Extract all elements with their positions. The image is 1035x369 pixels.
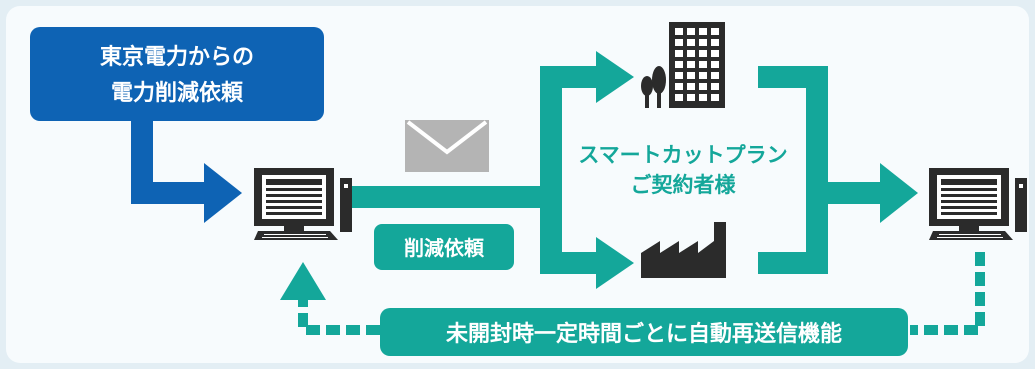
building-window	[699, 83, 707, 90]
building-window	[675, 94, 683, 101]
building-window	[711, 39, 719, 46]
request-box: 東京電力からの 電力削減依頼	[30, 27, 324, 121]
building-window	[675, 39, 683, 46]
building-window	[687, 61, 695, 68]
resend-label-text: 未開封時一定時間ごとに自動再送信機能	[446, 321, 842, 347]
building-window	[711, 28, 719, 35]
tree-icon	[641, 66, 666, 108]
building-window	[687, 72, 695, 79]
computer-icon	[929, 168, 1027, 240]
request-box-line1: 東京電力からの	[100, 44, 254, 70]
customer-label: スマートカットプラン ご契約者様	[578, 143, 787, 197]
building-window	[675, 72, 683, 79]
computer-icon	[254, 168, 352, 240]
building-window	[711, 50, 719, 57]
building-window	[699, 72, 707, 79]
request-label: 削減依頼	[374, 224, 514, 270]
resend-loop	[298, 252, 985, 335]
building-window	[699, 94, 707, 101]
customer-label-line2: ご契約者様	[631, 173, 737, 197]
customer-label-line1: スマートカットプラン	[578, 143, 787, 167]
building-window	[675, 28, 683, 35]
teal-merge-flow	[758, 66, 918, 274]
office-building-icon	[669, 22, 725, 108]
request-box-line2: 電力削減依頼	[111, 80, 244, 106]
building-window	[711, 61, 719, 68]
building-window	[687, 28, 695, 35]
building-window	[711, 83, 719, 90]
building-window	[699, 50, 707, 57]
building-window	[687, 50, 695, 57]
teal-main-flow	[352, 51, 634, 289]
building-window	[675, 61, 683, 68]
building-window	[711, 94, 719, 101]
resend-label: 未開封時一定時間ごとに自動再送信機能	[380, 308, 908, 356]
building-window	[699, 61, 707, 68]
building-window	[675, 83, 683, 90]
factory-icon	[641, 222, 726, 278]
mail-envelope-icon	[405, 120, 489, 172]
building-window	[687, 83, 695, 90]
request-label-text: 削減依頼	[404, 236, 485, 260]
request-box-bg	[30, 27, 324, 121]
building-window	[699, 39, 707, 46]
building-window	[687, 94, 695, 101]
building-window	[687, 39, 695, 46]
blue-arrow	[131, 119, 242, 223]
building-window	[675, 50, 683, 57]
building-window	[699, 28, 707, 35]
resend-arrowhead	[280, 262, 326, 300]
building-window	[711, 72, 719, 79]
